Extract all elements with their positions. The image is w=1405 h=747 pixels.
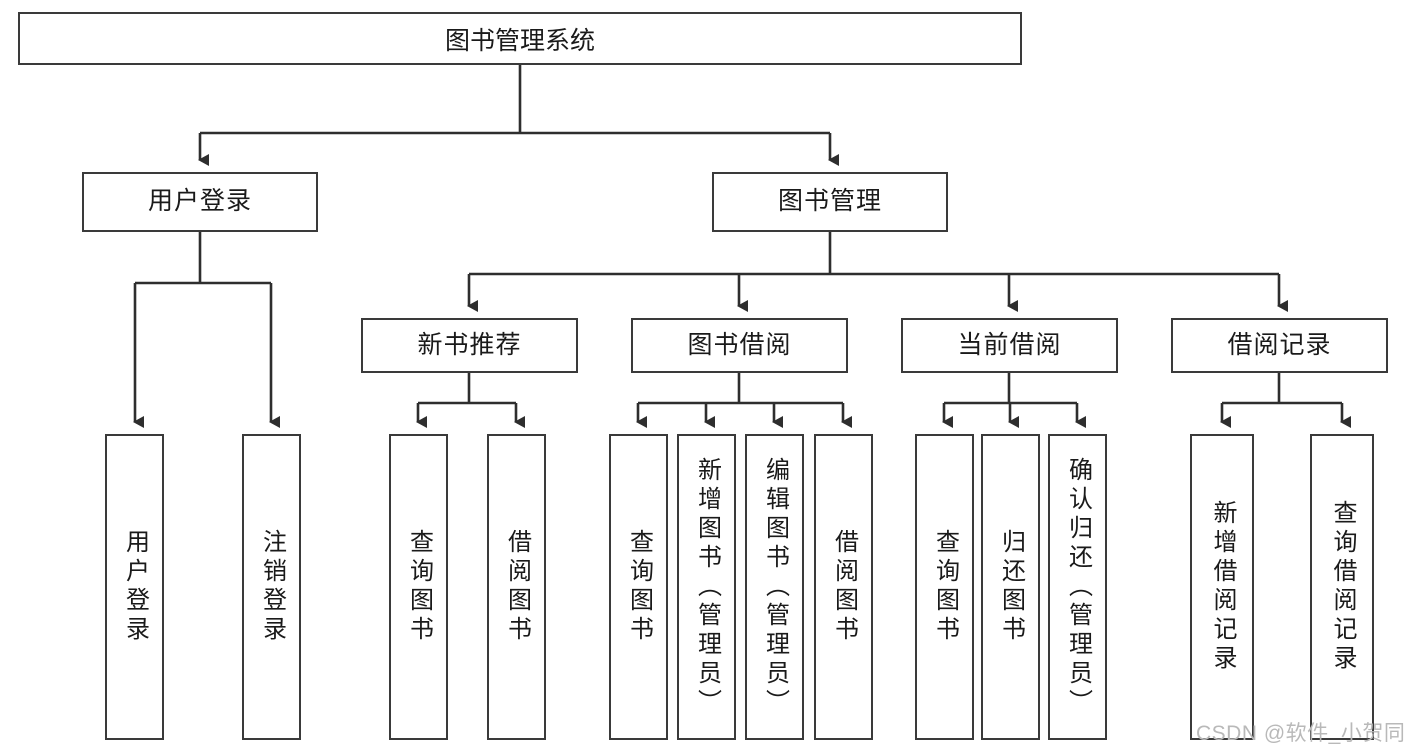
node-label: 编辑图书（管理员） xyxy=(761,456,789,718)
leaf-add-borrow-record[interactable]: 新增借阅记录 xyxy=(1190,434,1254,740)
node-book-management[interactable]: 图书管理 xyxy=(712,172,948,232)
node-label: 新书推荐 xyxy=(417,330,522,359)
node-label: 用户登录 xyxy=(121,529,149,645)
leaf-edit-book-admin[interactable]: 编辑图书（管理员） xyxy=(745,434,804,740)
node-label: 归还图书 xyxy=(997,529,1025,645)
node-label: 确认归还（管理员） xyxy=(1064,456,1092,718)
node-current-borrow[interactable]: 当前借阅 xyxy=(901,318,1118,373)
leaf-borrow-book[interactable]: 借阅图书 xyxy=(814,434,873,740)
node-label: 借阅记录 xyxy=(1227,330,1332,359)
node-label: 借阅图书 xyxy=(830,529,858,645)
node-label: 新增借阅记录 xyxy=(1209,500,1236,674)
leaf-borrow-book-recommend[interactable]: 借阅图书 xyxy=(487,434,546,740)
node-label: 图书管理系统 xyxy=(444,26,595,55)
node-label: 当前借阅 xyxy=(957,330,1062,359)
node-label: 查询图书 xyxy=(405,529,433,645)
csdn-watermark: CSDN @软件_小贺同学 xyxy=(1196,722,1405,745)
leaf-user-login[interactable]: 用户登录 xyxy=(105,434,164,740)
leaf-query-borrow-record[interactable]: 查询借阅记录 xyxy=(1310,434,1374,740)
node-new-book-recommend[interactable]: 新书推荐 xyxy=(361,318,578,373)
leaf-query-book-recommend[interactable]: 查询图书 xyxy=(389,434,448,740)
leaf-confirm-return-admin[interactable]: 确认归还（管理员） xyxy=(1048,434,1107,740)
node-label: 用户登录 xyxy=(147,187,252,216)
leaf-return-book[interactable]: 归还图书 xyxy=(981,434,1040,740)
node-label: 查询图书 xyxy=(931,529,959,645)
leaf-add-book-admin[interactable]: 新增图书（管理员） xyxy=(677,434,736,740)
node-label: 新增图书（管理员） xyxy=(693,456,721,718)
node-label: 图书借阅 xyxy=(687,330,792,359)
node-label: 注销登录 xyxy=(258,529,286,645)
node-borrow-record[interactable]: 借阅记录 xyxy=(1171,318,1388,373)
node-label: 查询借阅记录 xyxy=(1329,500,1356,674)
node-label: 借阅图书 xyxy=(503,529,531,645)
leaf-query-book-borrow[interactable]: 查询图书 xyxy=(609,434,668,740)
node-label: 查询图书 xyxy=(625,529,653,645)
node-user-login[interactable]: 用户登录 xyxy=(82,172,318,232)
leaf-user-logout[interactable]: 注销登录 xyxy=(242,434,301,740)
node-label: 图书管理 xyxy=(777,187,882,216)
leaf-query-book-current[interactable]: 查询图书 xyxy=(915,434,974,740)
node-book-borrow[interactable]: 图书借阅 xyxy=(631,318,848,373)
node-root-system[interactable]: 图书管理系统 xyxy=(18,12,1022,65)
